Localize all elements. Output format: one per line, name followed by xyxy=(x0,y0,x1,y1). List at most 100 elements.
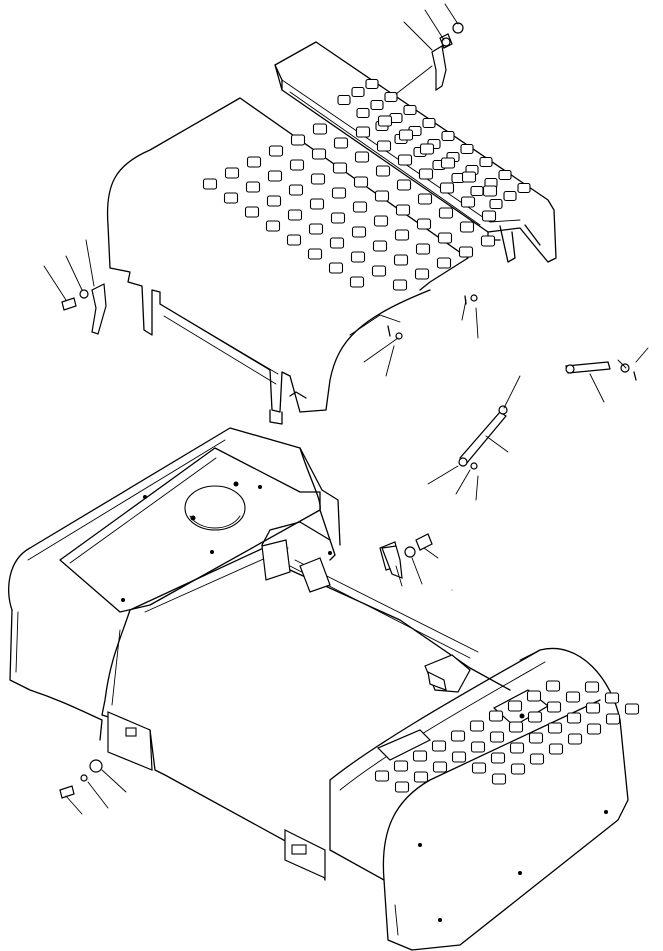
vent-hole xyxy=(458,246,474,258)
vent-hole xyxy=(450,730,466,742)
vent-hole xyxy=(510,763,526,775)
vent-hole xyxy=(309,198,325,210)
vent-hole xyxy=(393,254,409,266)
vent-hole xyxy=(377,115,393,127)
vent-hole xyxy=(567,733,583,745)
vent-hole xyxy=(331,187,347,199)
vent-hole xyxy=(393,760,409,772)
vent-hole xyxy=(329,237,345,249)
vent-hole xyxy=(440,157,456,169)
vent-hole xyxy=(482,185,498,197)
vent-hole xyxy=(394,229,410,241)
vent-hole xyxy=(413,771,429,783)
vent-hole xyxy=(529,753,545,765)
vent-hole xyxy=(624,703,640,715)
latch-top-right xyxy=(431,22,464,92)
vent-hole xyxy=(480,235,496,247)
vent-hole xyxy=(470,185,484,197)
vent-hole xyxy=(436,257,452,269)
vent-hole xyxy=(332,162,348,174)
vent-hole xyxy=(604,692,620,704)
vent-hole xyxy=(526,690,542,702)
vent-hole xyxy=(244,206,260,218)
vent-hole xyxy=(419,143,435,155)
vent-hole xyxy=(330,212,346,224)
vent-hole xyxy=(585,702,601,714)
vent-hole xyxy=(528,732,544,744)
base-hood xyxy=(8,427,640,951)
top-right-cover xyxy=(274,41,557,263)
vent-hole xyxy=(471,762,487,774)
vent-hole xyxy=(412,750,428,762)
vent-hole xyxy=(224,167,240,179)
vent-hole xyxy=(481,210,497,222)
vent-hole xyxy=(375,165,391,177)
vent-hole xyxy=(508,721,524,733)
vent-hole xyxy=(545,680,561,692)
stay-rod-center xyxy=(458,405,508,467)
vent-hole xyxy=(437,232,453,244)
vent-hole xyxy=(460,143,474,155)
latch-left xyxy=(61,283,107,335)
vent-hole xyxy=(353,176,369,188)
vent-hole xyxy=(371,265,387,277)
vent-hole xyxy=(265,220,281,232)
vent-hole xyxy=(337,94,351,106)
latch-bottom-left xyxy=(59,759,103,799)
vent-hole xyxy=(328,262,344,274)
vent-hole xyxy=(333,137,349,149)
vent-hole xyxy=(547,722,563,734)
vent-hole xyxy=(223,192,239,204)
vent-hole xyxy=(246,156,262,168)
leader-lines xyxy=(43,3,649,815)
vent-hole xyxy=(460,196,476,208)
vent-hole xyxy=(548,743,564,755)
vent-hole xyxy=(489,198,503,210)
vent-hole xyxy=(422,117,436,129)
vent-hole xyxy=(245,181,261,193)
vent-hole xyxy=(438,207,454,219)
vent-hole xyxy=(289,159,305,171)
vent-hole xyxy=(565,691,581,703)
vent-hole xyxy=(351,86,365,98)
vent-hole xyxy=(384,91,398,103)
vent-hole xyxy=(470,741,486,753)
vent-hole xyxy=(374,190,390,202)
vent-hole xyxy=(498,169,512,181)
vent-hole xyxy=(439,182,455,194)
vent-hole xyxy=(451,751,467,763)
vent-hole xyxy=(584,681,600,693)
vent-hole xyxy=(202,178,218,190)
vent-hole xyxy=(418,168,434,180)
top-left-cover xyxy=(106,97,498,425)
vent-hole xyxy=(586,723,602,735)
vent-hole xyxy=(461,171,477,183)
vent-hole xyxy=(365,78,379,90)
vent-hole xyxy=(355,126,371,138)
latch-center xyxy=(381,533,433,579)
vent-hole xyxy=(290,134,306,146)
vent-hole xyxy=(417,193,433,205)
vent-hole xyxy=(488,710,504,722)
vent-hole xyxy=(527,711,543,723)
vent-hole xyxy=(376,140,392,152)
vent-hole xyxy=(517,182,531,194)
stay-rod-right xyxy=(565,361,611,374)
vent-hole xyxy=(354,151,370,163)
vent-hole xyxy=(267,170,283,182)
vent-hole xyxy=(479,156,493,168)
vent-hole xyxy=(351,226,367,238)
vent-hole xyxy=(287,209,303,221)
vent-hole xyxy=(396,179,412,191)
vent-hole xyxy=(397,154,413,166)
vent-hole xyxy=(566,712,582,724)
vent-hole xyxy=(349,276,365,288)
vent-hole xyxy=(459,221,475,233)
vent-hole xyxy=(310,173,326,185)
vent-hole xyxy=(398,129,414,141)
vent-hole xyxy=(372,240,388,252)
vent-hole xyxy=(605,713,621,725)
vent-hole xyxy=(416,218,432,230)
vent-hole xyxy=(432,761,448,773)
